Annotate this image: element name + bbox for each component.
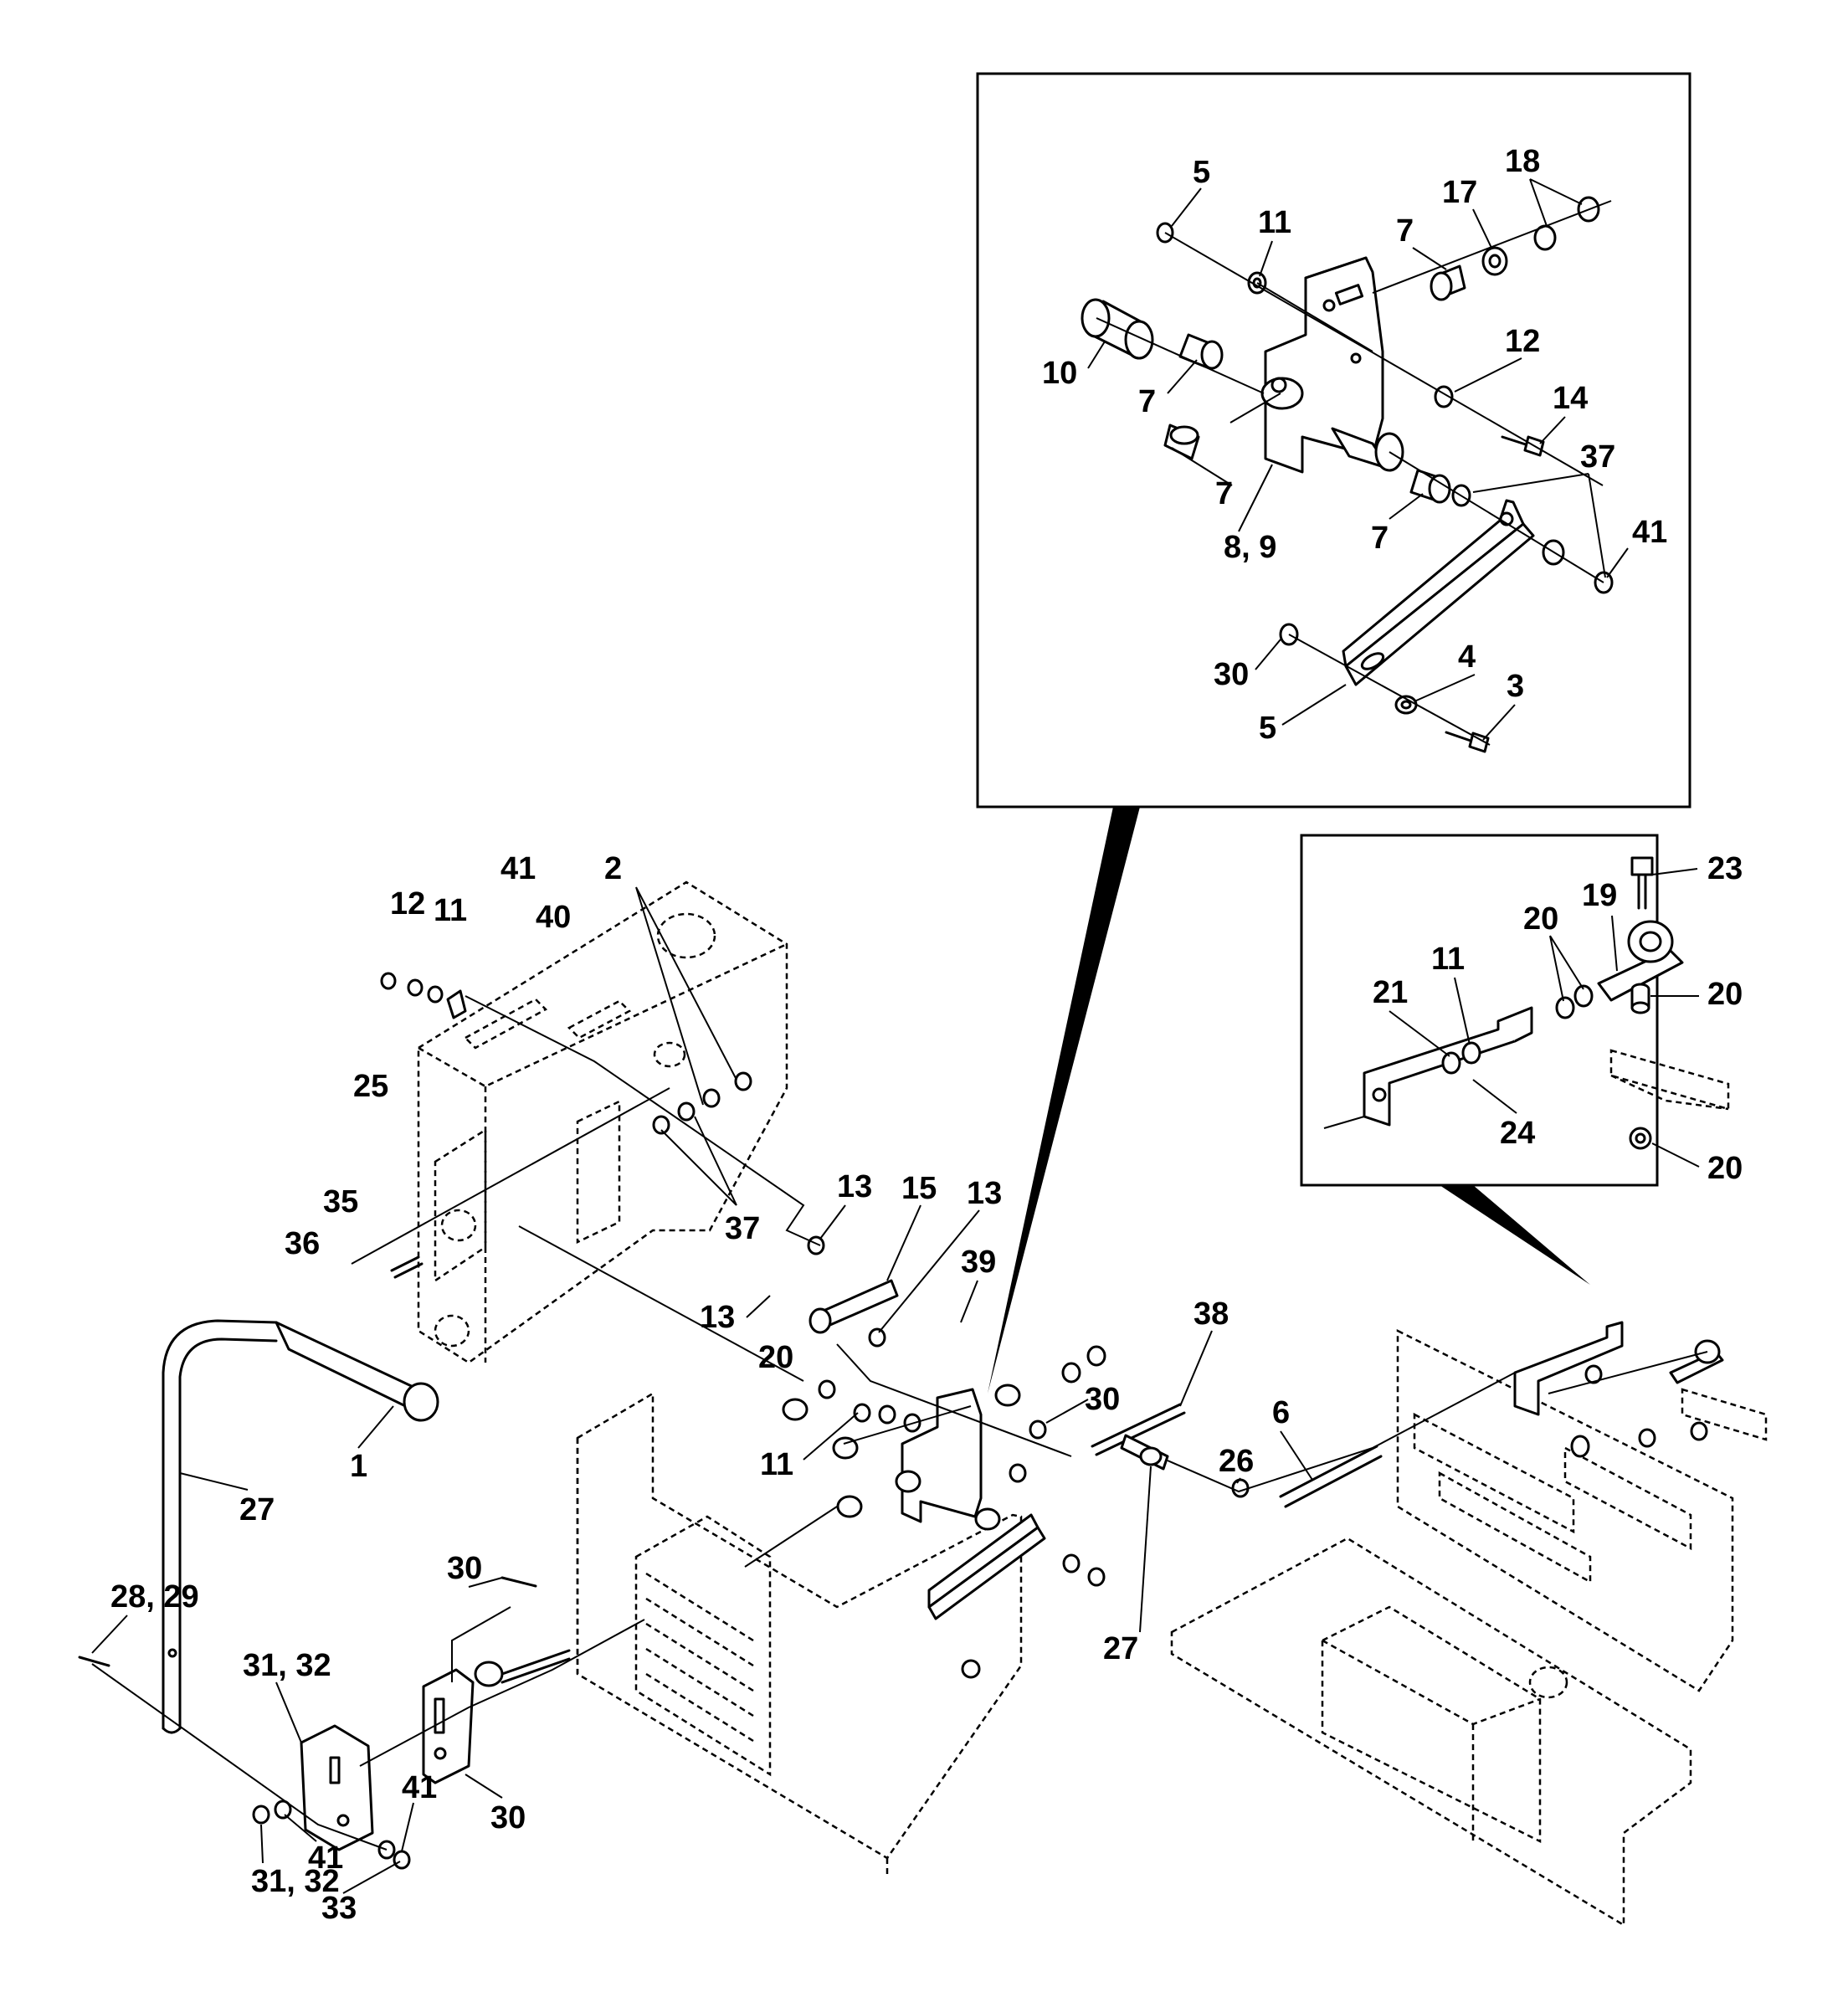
callout-28-29: 30 bbox=[490, 1800, 526, 1835]
nut-19 bbox=[1629, 1127, 1652, 1150]
callout-27: 28, 29 bbox=[110, 1579, 199, 1615]
detail-inset-pivot-bracket: 5 11 7 17 18 10 7 12 14 7 37 41 8, 9 7 3… bbox=[976, 72, 1691, 809]
callout-1: 1 bbox=[350, 1449, 367, 1484]
callout-21: 23 bbox=[1707, 851, 1743, 886]
bushing-7-c bbox=[1430, 264, 1466, 301]
hardware-main bbox=[78, 972, 1656, 1870]
callout-35: 36 bbox=[285, 1226, 320, 1261]
enclosure-dashed bbox=[576, 1391, 1023, 1875]
callout-39: 39 bbox=[961, 1245, 996, 1280]
callout-11: 11 bbox=[434, 893, 467, 928]
bushing-7-b bbox=[1163, 424, 1200, 460]
inset-2-pointer bbox=[1440, 1185, 1590, 1285]
callout-13: 14 bbox=[1553, 381, 1588, 416]
callout-13: 13 bbox=[700, 1300, 735, 1335]
callout-3: 3 bbox=[1507, 669, 1524, 704]
callout-18: 20 bbox=[1707, 977, 1743, 1012]
callout-22: 24 bbox=[1500, 1116, 1535, 1151]
mount-bracket-31-32 bbox=[300, 1724, 374, 1851]
callout-30: 33 bbox=[321, 1891, 357, 1926]
rod-end-17 bbox=[1597, 920, 1684, 1002]
pivot-bracket-part bbox=[1260, 256, 1404, 474]
callout-41: 41 bbox=[402, 1770, 437, 1805]
spring-14 bbox=[808, 1279, 899, 1334]
spacer-18 bbox=[1630, 983, 1650, 1014]
detail-inset-rod-end: 23 19 20 11 21 20 24 20 bbox=[1300, 834, 1743, 1187]
callout-24: 26 bbox=[1219, 1444, 1254, 1479]
callout-20: 20 bbox=[758, 1340, 793, 1375]
callout-11: 11 bbox=[1258, 205, 1291, 240]
pivot-bracket-assembly bbox=[782, 1384, 1046, 1620]
bolt-21 bbox=[1630, 856, 1654, 910]
callout-7: 7 bbox=[1138, 384, 1156, 419]
channel-bracket-22 bbox=[1323, 1006, 1533, 1129]
callout-25: 27 bbox=[1103, 1631, 1138, 1666]
callout-leaders bbox=[91, 178, 1700, 1894]
axis-lines-inset-1 bbox=[1096, 200, 1612, 746]
callout-20: 20 bbox=[1523, 901, 1558, 937]
detail-frame-2 bbox=[1300, 834, 1659, 1187]
inset-1-pointer bbox=[988, 807, 1140, 1394]
callout-11: 11 bbox=[760, 1447, 793, 1482]
callout-7: 7 bbox=[1396, 213, 1414, 249]
callout-15: 17 bbox=[1442, 175, 1477, 210]
callout-2: 2 bbox=[604, 851, 622, 886]
callout-12: 12 bbox=[1505, 324, 1540, 359]
callout-37: 38 bbox=[1194, 1296, 1229, 1332]
bushing-7-d bbox=[1409, 469, 1451, 504]
callout-30: 30 bbox=[1214, 657, 1249, 692]
rod-end-25 bbox=[1120, 1434, 1169, 1471]
callout-34: 35 bbox=[323, 1184, 358, 1219]
callout-12: 5 bbox=[1193, 155, 1210, 190]
callout-11: 11 bbox=[1431, 942, 1465, 977]
callout-6: 6 bbox=[1272, 1395, 1290, 1430]
callout-12: 12 bbox=[390, 886, 425, 922]
callout-7: 7 bbox=[1215, 476, 1233, 511]
callout-27: 30 bbox=[447, 1551, 482, 1586]
callout-38: 41 bbox=[1632, 515, 1667, 550]
callout-40: 40 bbox=[536, 900, 571, 935]
callout-23: 25 bbox=[353, 1069, 388, 1104]
frame-body-dashed bbox=[417, 880, 788, 1364]
spring-37 bbox=[1091, 1403, 1186, 1456]
callout-26: 27 bbox=[239, 1492, 275, 1527]
callout-36: 37 bbox=[725, 1211, 760, 1246]
callout-30: 31, 32 bbox=[251, 1864, 340, 1899]
bushing-10 bbox=[1081, 298, 1154, 360]
callout-12: 13 bbox=[967, 1176, 1002, 1211]
callout-7: 7 bbox=[1371, 521, 1389, 556]
axis-lines-main bbox=[91, 995, 1708, 1851]
callout-20: 21 bbox=[1373, 975, 1408, 1010]
base-plate-dashed bbox=[1170, 1328, 1734, 1928]
callout-33: 37 bbox=[1580, 439, 1615, 475]
hardware-inset-2 bbox=[1441, 984, 1594, 1075]
callout-19: 20 bbox=[1707, 1151, 1743, 1186]
bolt-3-inset bbox=[1445, 731, 1490, 753]
spring-34 bbox=[390, 1255, 424, 1279]
handle-rod-26 bbox=[162, 1319, 439, 1734]
callout-31-32: 31, 32 bbox=[243, 1648, 331, 1683]
angle-bracket-part bbox=[1342, 499, 1535, 686]
callout-12: 13 bbox=[837, 1169, 872, 1204]
callout-8-9: 8, 9 bbox=[1224, 530, 1276, 565]
callout-10: 10 bbox=[1042, 356, 1077, 391]
callout-14: 15 bbox=[901, 1171, 937, 1206]
callout-4: 4 bbox=[1458, 639, 1476, 675]
hardware-inset-1 bbox=[1156, 196, 1614, 715]
callout-5: 5 bbox=[1259, 711, 1276, 746]
channel-bracket-main bbox=[1513, 1321, 1768, 1441]
callout-17: 19 bbox=[1582, 878, 1617, 913]
callout-41: 41 bbox=[308, 1841, 343, 1876]
lever-block-dashed bbox=[1609, 1049, 1730, 1111]
callout-41: 41 bbox=[501, 851, 536, 886]
callout-30: 30 bbox=[1085, 1382, 1120, 1417]
mount-bracket-28-29 bbox=[422, 1649, 571, 1784]
callout-16: 18 bbox=[1505, 144, 1540, 179]
threaded-rod-6 bbox=[1279, 1445, 1383, 1508]
